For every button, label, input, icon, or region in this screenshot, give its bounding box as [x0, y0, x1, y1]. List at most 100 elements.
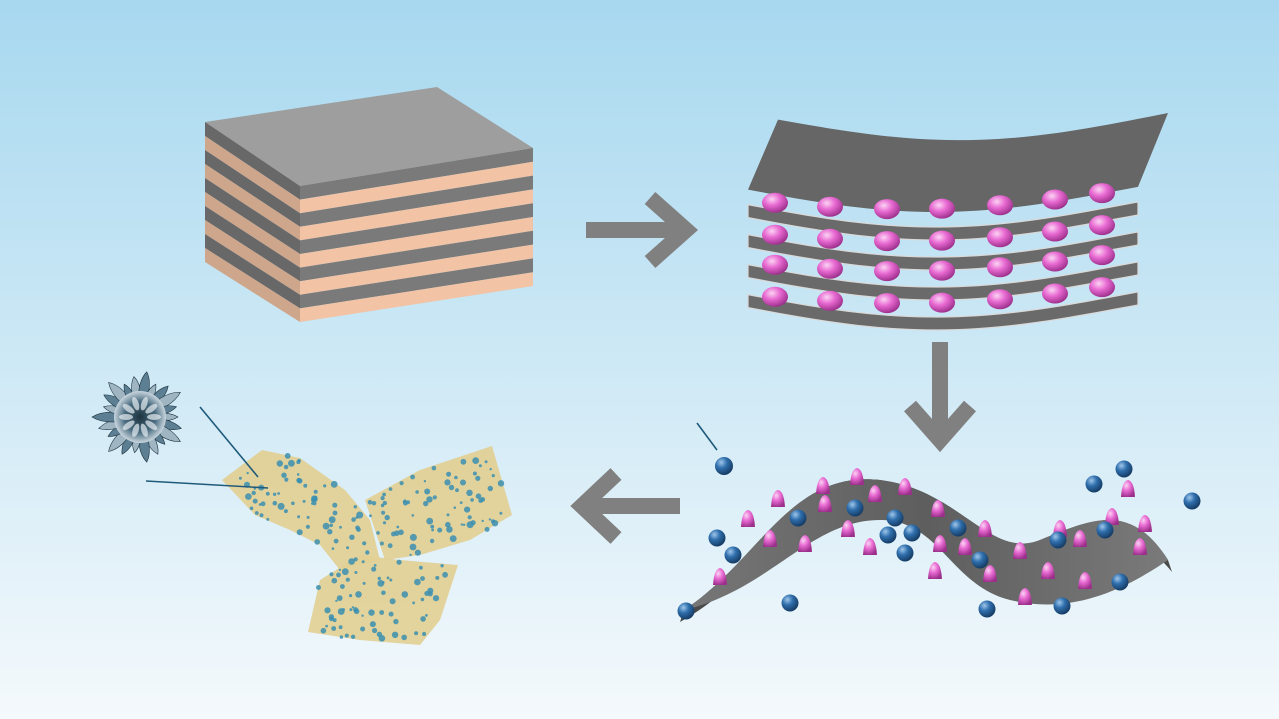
flake-nanoparticle	[283, 464, 289, 470]
flake-nanoparticle	[288, 459, 295, 467]
nanoparticle	[879, 526, 897, 544]
bulk-layer	[300, 217, 533, 268]
flake-nanoparticle	[336, 572, 341, 578]
flake-nanoparticle	[499, 511, 503, 515]
nanoparticle	[846, 499, 864, 517]
flake-nanoparticle	[376, 531, 380, 535]
nanoparticle	[971, 551, 989, 569]
intercalant-bump	[868, 485, 882, 502]
intercalant-bump	[1018, 588, 1032, 605]
nanoparticle	[781, 594, 799, 612]
flake-nanoparticle	[426, 496, 433, 503]
flake-nanoparticle	[341, 568, 349, 576]
intercalant-bump	[818, 495, 832, 512]
flake-nanoparticle	[384, 514, 390, 521]
flake-nanoparticle	[460, 479, 466, 486]
flake-nanoparticle	[432, 495, 437, 500]
flake-nanoparticle	[382, 492, 386, 497]
flake-nanoparticle	[381, 590, 386, 596]
flake-left	[222, 450, 380, 570]
intercalant-sphere	[929, 230, 955, 251]
flower-core	[114, 391, 166, 443]
flake-nanoparticle	[380, 503, 385, 508]
flake-nanoparticle	[379, 610, 385, 615]
exfoliated-decorated-sheet	[677, 422, 1201, 622]
flake-nanoparticle	[349, 594, 353, 598]
nanoparticle	[978, 600, 996, 618]
flake-nanoparticle	[356, 527, 361, 532]
flake-nanoparticle	[446, 526, 453, 533]
flake-nanoparticle	[455, 488, 459, 493]
intercalant-sphere	[874, 261, 900, 282]
intercalant-sphere	[874, 231, 900, 252]
flake-nanoparticle	[332, 502, 338, 508]
flake-nanoparticle	[277, 492, 280, 495]
flake-nanoparticle	[258, 503, 262, 506]
bulk-left-face	[205, 122, 300, 322]
bulk-layer-side	[205, 122, 300, 200]
flake-nanoparticle	[302, 499, 306, 503]
flake-nanoparticle	[401, 634, 408, 641]
flake-nanoparticle	[431, 528, 434, 532]
bulk-layer-side	[205, 206, 300, 282]
flake-nanoparticle	[373, 564, 377, 567]
flake-nanoparticle	[432, 595, 440, 602]
flake-nanoparticle	[466, 489, 473, 496]
flake-nanoparticle	[353, 505, 357, 509]
flake-nanoparticle	[339, 525, 342, 529]
flake-nanoparticle	[424, 488, 431, 495]
flake-nanoparticle	[399, 481, 404, 486]
intercalant-bump	[850, 468, 864, 485]
flake-nanoparticle	[394, 530, 400, 536]
flake-nanoparticle	[491, 520, 499, 527]
flake-nanoparticle	[325, 624, 328, 628]
flake-nanoparticle	[305, 524, 310, 529]
flake-nanoparticle	[382, 521, 387, 525]
flake-nanoparticle	[246, 471, 249, 475]
intercalant-sphere	[762, 254, 788, 275]
intercalated-stack	[747, 113, 1168, 331]
flake-nanoparticle	[336, 595, 343, 601]
flake-nanoparticle	[414, 631, 419, 636]
flake-nanoparticle	[331, 547, 335, 550]
flake-nanoparticle	[369, 621, 376, 628]
flake-nanoparticle	[420, 616, 426, 622]
sheet-intercalants	[713, 468, 1152, 605]
bulk-front-face	[300, 148, 533, 322]
flake-nanoparticle	[324, 607, 331, 614]
flake-nanoparticle	[296, 477, 302, 483]
flake-nanoparticle	[381, 510, 386, 515]
intercalant-sphere	[1089, 277, 1115, 298]
flake-nanoparticle	[284, 477, 289, 482]
flake-nanoparticle	[314, 539, 321, 545]
flake-nanoparticle	[388, 611, 394, 617]
flake-nanoparticle	[249, 506, 254, 511]
flake-nanoparticle	[445, 521, 451, 528]
flake-nanoparticle	[410, 474, 415, 480]
intercalant-sphere	[987, 195, 1013, 216]
intercalant-bump	[763, 530, 777, 547]
flake-nanoparticle	[460, 458, 467, 465]
flake-nanoparticle	[377, 576, 381, 581]
pointer-line	[696, 422, 718, 451]
flake-nanoparticle	[420, 576, 425, 581]
intercalant-sphere	[987, 257, 1013, 278]
intercalant-bump	[1013, 542, 1027, 559]
flake-nanoparticle	[303, 483, 308, 488]
flake-nanoparticle	[339, 635, 344, 639]
flake-nanoparticle	[448, 484, 455, 491]
flake-nanoparticle	[276, 460, 283, 467]
intercalant-sphere	[874, 199, 900, 220]
flake-nanoparticle	[459, 501, 463, 504]
intercalant-sphere	[1089, 215, 1115, 236]
intercalant-bump	[1138, 515, 1152, 532]
flake-nanoparticle	[429, 538, 435, 544]
intercalant-bump	[1078, 572, 1092, 589]
flake-nanoparticle	[435, 575, 440, 580]
intercalant-bump	[841, 520, 855, 537]
flake-nanoparticle	[306, 515, 310, 519]
flake-nanoparticle	[393, 618, 399, 625]
flake-nanoparticle	[338, 625, 343, 630]
bulk-layer	[300, 244, 533, 295]
nanoparticle	[1049, 531, 1067, 549]
